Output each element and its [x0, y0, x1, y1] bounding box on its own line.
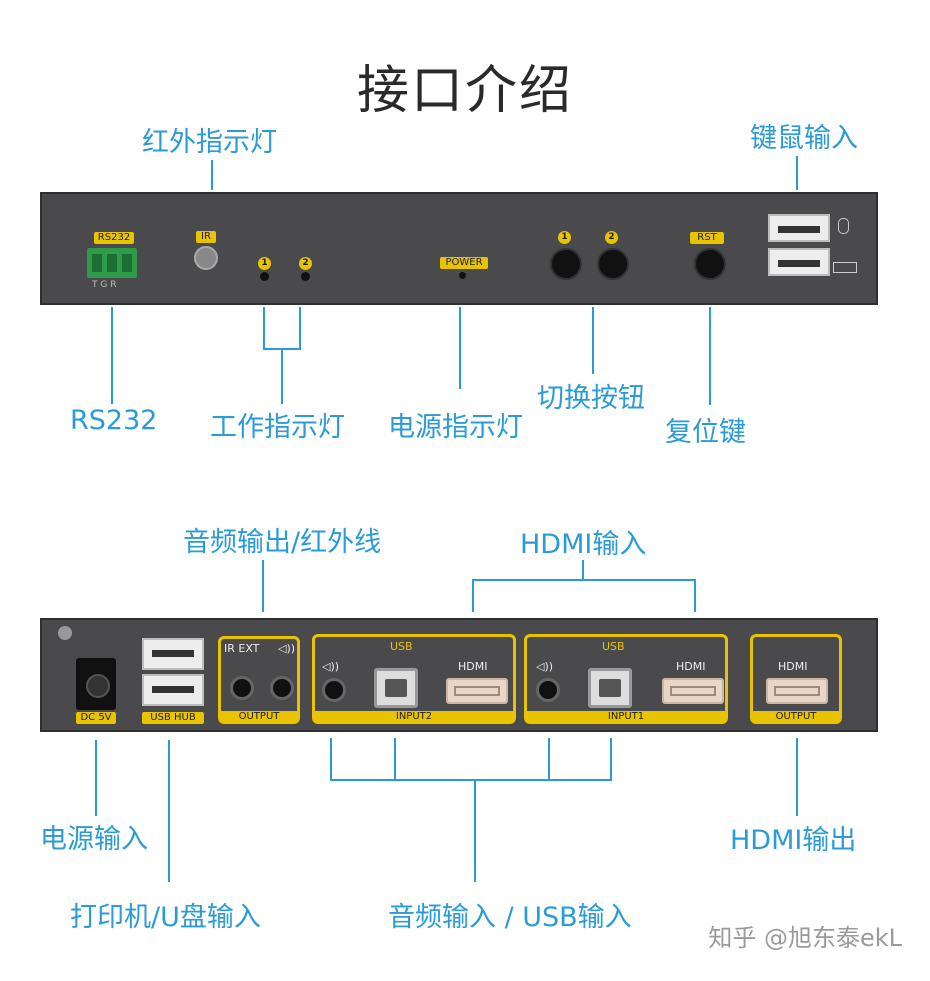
- callout-power-in: 电源输入: [40, 824, 148, 855]
- switch-button-2[interactable]: [597, 248, 629, 280]
- watermark: 知乎 @旭东泰ekL: [708, 924, 902, 952]
- input1-audio-jack[interactable]: [536, 678, 560, 702]
- input1-usb-b-port[interactable]: [588, 668, 632, 708]
- usb-hub-port-1[interactable]: [142, 638, 204, 670]
- work-led-1: [260, 272, 269, 281]
- ir-label: IR: [196, 231, 216, 243]
- rst-label: RST: [690, 232, 724, 244]
- callout-hdmi-out: HDMI输出: [730, 825, 857, 856]
- btn2-label: 2: [605, 231, 618, 244]
- input1-usb-label: USB: [602, 640, 625, 653]
- input2-usb-b-port[interactable]: [374, 668, 418, 708]
- callout-power-indicator: 电源指示灯: [388, 412, 523, 443]
- input2-speaker-icon: ◁)): [322, 660, 340, 673]
- input2-hdmi-label: HDMI: [458, 660, 488, 673]
- kbm-usb-port-1[interactable]: [768, 214, 830, 242]
- callout-audio-ir-out: 音频输出/红外线: [183, 527, 382, 558]
- hdmi-output-label: OUTPUT: [752, 711, 840, 723]
- keyboard-icon: [833, 262, 857, 273]
- dc-label: DC 5V: [76, 712, 116, 724]
- usb-hub-label: USB HUB: [142, 712, 204, 724]
- rs232-label: RS232: [94, 232, 134, 244]
- callout-audio-usb-in: 音频输入 / USB输入: [388, 902, 632, 933]
- output-label: OUTPUT: [220, 711, 298, 723]
- input1-hdmi-port[interactable]: [662, 678, 724, 704]
- led2-label: 2: [299, 257, 312, 270]
- audio-out-jack[interactable]: [270, 676, 294, 700]
- ir-ext-label: IR EXT: [224, 642, 260, 655]
- input2-audio-jack[interactable]: [322, 678, 346, 702]
- switch-button-1[interactable]: [550, 248, 582, 280]
- callout-hdmi-in: HDMI输入: [520, 529, 647, 560]
- ir-ext-jack[interactable]: [230, 676, 254, 700]
- power-led: [459, 272, 466, 279]
- btn1-label: 1: [558, 231, 571, 244]
- led1-label: 1: [258, 257, 271, 270]
- input2-usb-label: USB: [390, 640, 413, 653]
- callout-reset-key: 复位键: [665, 417, 746, 448]
- input1-label: INPUT1: [526, 711, 726, 723]
- ground-screw-icon: [58, 626, 72, 640]
- input1-hdmi-label: HDMI: [676, 660, 706, 673]
- power-label: POWER: [440, 257, 488, 269]
- hdmi-output-hdmi-label: HDMI: [778, 660, 808, 673]
- input2-hdmi-port[interactable]: [446, 678, 508, 704]
- work-led-2: [301, 272, 310, 281]
- mouse-icon: [838, 218, 849, 234]
- hdmi-output-port[interactable]: [766, 678, 828, 704]
- speaker-icon: ◁)): [278, 642, 296, 655]
- rear-panel: DC 5V USB HUB IR EXT ◁)) OUTPUT USB ◁)) …: [40, 618, 878, 732]
- input1-speaker-icon: ◁)): [536, 660, 554, 673]
- callout-ir-indicator: 红外指示灯: [142, 127, 277, 158]
- front-panel: RS232 T G R IR 1 2 POWER 1 2 RST: [40, 192, 878, 305]
- callout-switch-buttons: 切换按钮: [537, 383, 645, 414]
- dc-jack[interactable]: [76, 658, 116, 710]
- callout-kbm-input: 键鼠输入: [750, 123, 858, 154]
- reset-button[interactable]: [694, 248, 726, 280]
- rs232-pins-label: T G R: [92, 280, 117, 290]
- rs232-terminal: [87, 248, 137, 278]
- callout-printer-udisk: 打印机/U盘输入: [70, 902, 261, 933]
- input2-label: INPUT2: [314, 711, 514, 723]
- usb-hub-port-2[interactable]: [142, 674, 204, 706]
- callout-rs232: RS232: [70, 405, 158, 436]
- callout-work-indicator: 工作指示灯: [210, 412, 345, 443]
- kbm-usb-port-2[interactable]: [768, 248, 830, 276]
- ir-sensor-icon: [194, 246, 218, 270]
- page-title: 接口介绍: [356, 61, 573, 121]
